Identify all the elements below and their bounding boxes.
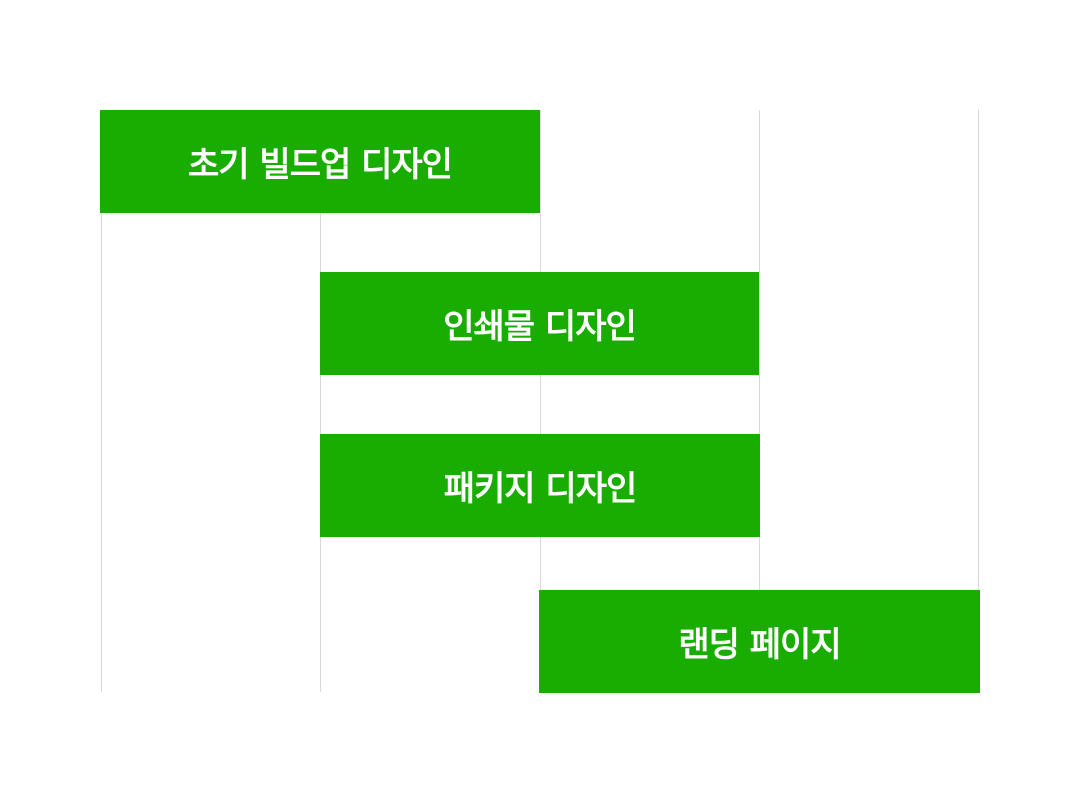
phase-label: 패키지 디자인 [443, 469, 638, 509]
grid-line [978, 110, 979, 692]
grid-line [101, 110, 102, 692]
grid-line [540, 110, 541, 692]
phase-bar-package-design: 패키지 디자인 [320, 434, 760, 537]
phase-bar-initial-buildup-design: 초기 빌드업 디자인 [100, 110, 540, 213]
phase-bar-print-design: 인쇄물 디자인 [320, 272, 759, 375]
phase-bar-landing-page: 랜딩 페이지 [539, 590, 980, 693]
grid-line [759, 110, 760, 692]
phase-label: 랜딩 페이지 [678, 625, 841, 665]
phase-label: 초기 빌드업 디자인 [188, 145, 453, 185]
grid-line [320, 110, 321, 692]
phase-label: 인쇄물 디자인 [443, 307, 637, 347]
